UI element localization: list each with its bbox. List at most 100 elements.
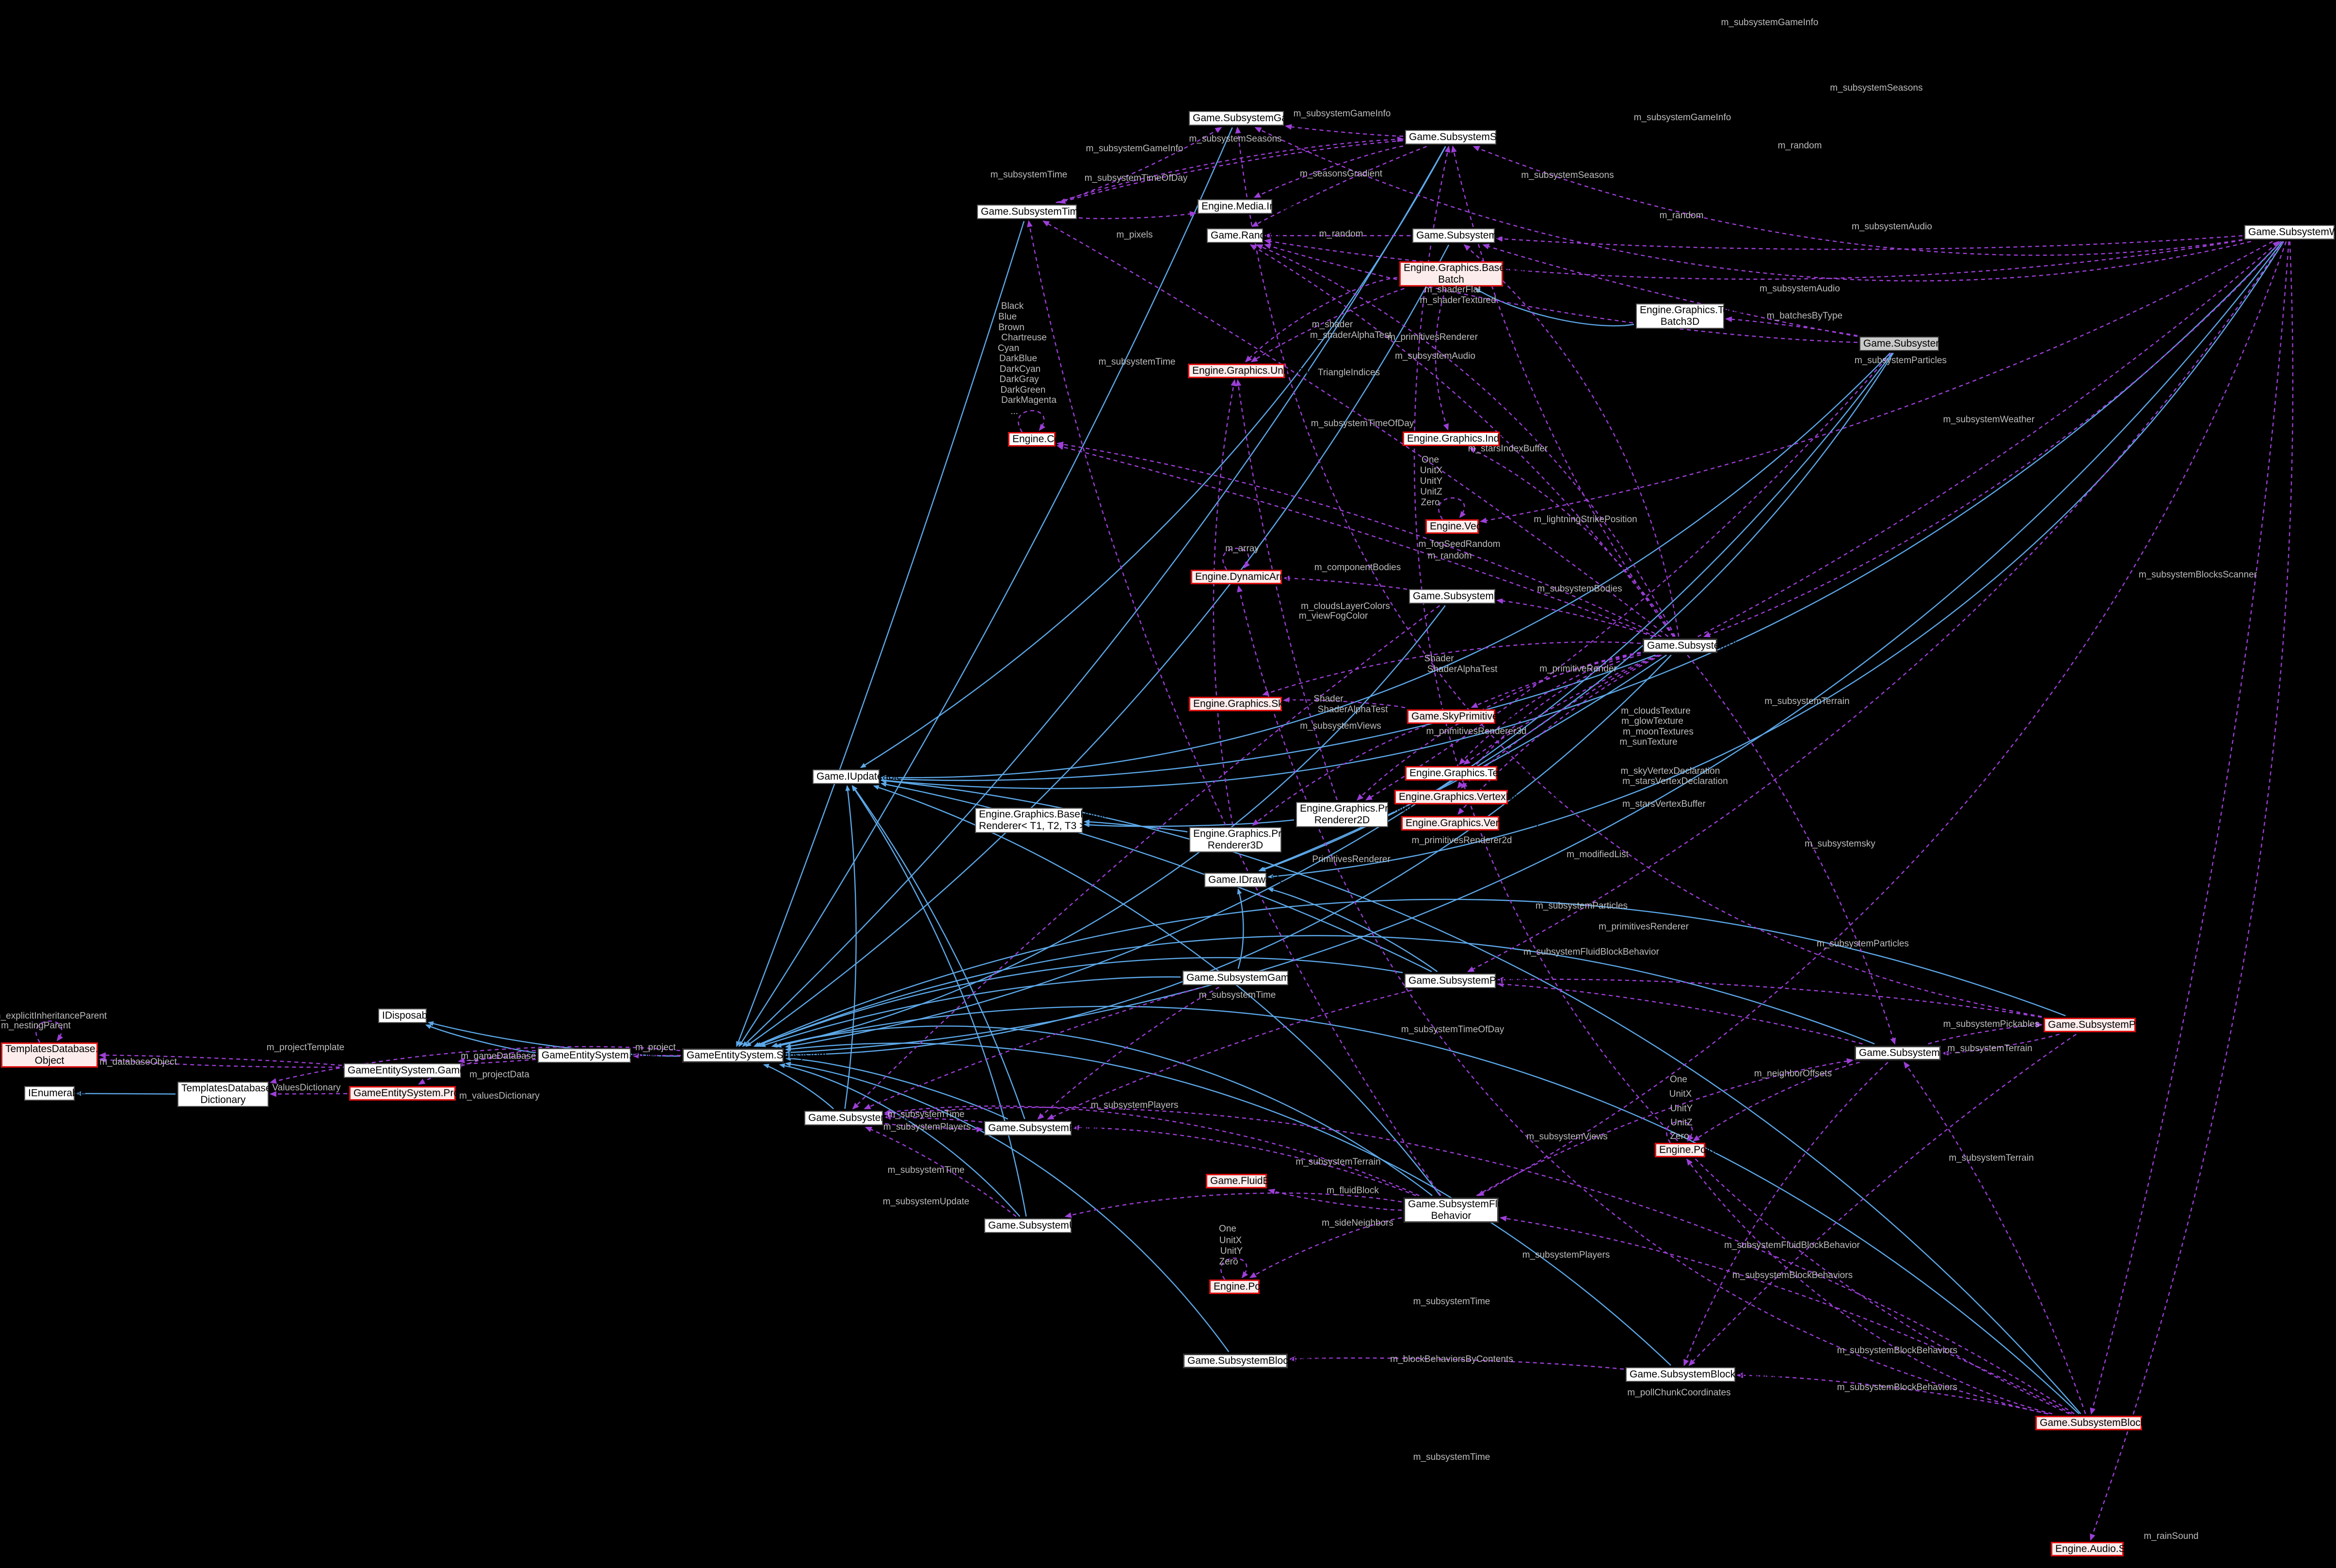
graph-node-dynarray[interactable]: Engine.DynamicArray< T >: [1191, 570, 1317, 584]
graph-node-ienumerable[interactable]: IEnumerable: [24, 1086, 86, 1101]
inheritance-edge: [851, 785, 1027, 1217]
graph-node-weather[interactable]: Game.SubsystemWeather: [2244, 225, 2336, 240]
edge-label: ...: [1010, 406, 1018, 416]
graph-node-label: Renderer2D: [1314, 815, 1370, 826]
inheritance-edge: [880, 352, 1891, 780]
edge-label: m_subsystemBlockBehaviors: [1837, 1345, 1958, 1356]
graph-node-timesub[interactable]: Game.SubsystemTime: [804, 1111, 912, 1125]
usage-edge: [458, 1055, 536, 1063]
usage-edge: [1042, 220, 1669, 637]
graph-node-glow[interactable]: Game.SubsystemGlow: [1859, 336, 1968, 351]
graph-node-blockbehaviors[interactable]: Game.SubsystemBlockBehaviors: [1626, 1367, 1781, 1382]
graph-node-vector3[interactable]: Engine.Vector3: [1425, 519, 1499, 534]
graph-node-label: Game.SubsystemPickables: [2048, 1019, 2173, 1030]
edge-label: UnitX: [1420, 465, 1443, 476]
graph-node-mediaimage[interactable]: Engine.Media.Image: [1198, 199, 1295, 214]
edge-label: m_subsystemFluidBlockBehavior: [1724, 1240, 1860, 1250]
edge-label: m_sideNeighbors: [1322, 1217, 1393, 1228]
graph-node-bodies[interactable]: Game.SubsystemBodies: [1409, 589, 1525, 604]
graph-node-iupdateable[interactable]: Game.IUpdateable: [813, 769, 902, 784]
graph-node-label: Game.SubsystemGlow: [1863, 338, 1968, 349]
edge-label: Cyan: [997, 343, 1020, 353]
inheritance-edge: [771, 1025, 1433, 1196]
graph-node-gamedb[interactable]: GameEntitySystem.GameDatabase: [344, 1063, 509, 1078]
graph-node-label: Game.SubsystemBodies: [1413, 591, 1525, 602]
inheritance-edge: [860, 146, 1446, 768]
graph-node-label: Game.SubsystemBlocksScanner: [2040, 1417, 2189, 1428]
graph-node-point3[interactable]: Engine.Point3: [1655, 1143, 1723, 1157]
graph-node-subsystem[interactable]: GameEntitySystem.Subsystem: [682, 1048, 827, 1063]
graph-node-point2[interactable]: Engine.Point2: [1209, 1280, 1277, 1294]
graph-node-audio[interactable]: Game.SubsystemAudio: [1412, 228, 1523, 243]
graph-node-label: Game.SubsystemPlayers: [988, 1122, 1103, 1134]
usage-edge: [852, 605, 1440, 1110]
graph-node-sound[interactable]: Engine.Audio.Sound: [2051, 1542, 2148, 1556]
edge-label: m_gameDatabase: [461, 1051, 536, 1061]
usage-edge: [1283, 575, 1408, 590]
usage-edge: [884, 1106, 2075, 1415]
graph-node-gamewidgets[interactable]: Game.SubsystemGameWidgets: [1183, 971, 1332, 985]
graph-node-pickables[interactable]: Game.SubsystemPickables: [2044, 1018, 2173, 1032]
graph-node-random[interactable]: Game.Random: [1207, 228, 1280, 243]
graph-node-skyshader[interactable]: Engine.Graphics.SkyShader: [1189, 697, 1321, 711]
graph-node-color[interactable]: Engine.Color: [1008, 432, 1071, 447]
graph-node-update[interactable]: Game.SubsystemUpdate: [984, 1218, 1102, 1233]
edge-label: m_cloudsLayerColors: [1301, 601, 1390, 611]
graph-node-sky[interactable]: Game.SubsystemSky: [1643, 639, 1745, 653]
usage-edge: [1235, 127, 2042, 1017]
edge-label: m_cloudsTexture: [1621, 705, 1691, 716]
graph-node-gameinfo[interactable]: Game.SubsystemGameInfo: [1189, 111, 1318, 126]
edge-label: m_subsystemTerrain: [1296, 1156, 1381, 1167]
edge-label: m_primitiveRender: [1539, 663, 1617, 674]
graph-node-project[interactable]: GameEntitySystem.Project: [538, 1048, 663, 1063]
graph-node-seasons[interactable]: Game.SubsystemSeasons: [1405, 130, 1530, 144]
edge-label: PrimitivesRenderer: [1312, 854, 1391, 864]
graph-node-vertexbuf[interactable]: Engine.Graphics.VertexBuffer: [1401, 816, 1539, 831]
graph-node-label: Game.SubsystemBlockBehavior: [1187, 1355, 1334, 1366]
graph-node-particles[interactable]: Game.SubsystemParticles: [1405, 974, 1528, 988]
graph-node-texture2d[interactable]: Engine.Graphics.Texture2D: [1405, 766, 1534, 781]
edge-label: m_subsystemTerrain: [1764, 696, 1850, 706]
graph-node-indexbuffer[interactable]: Engine.Graphics.IndexBuffer: [1403, 432, 1537, 446]
edge-label: m_primitivesRenderer: [1599, 921, 1689, 932]
edge-label: m_subsystemSeasons: [1189, 133, 1282, 144]
usage-edge: [1703, 241, 2282, 638]
graph-node-blockbehavior[interactable]: Game.SubsystemBlockBehavior: [1183, 1354, 1334, 1368]
graph-node-unlitshader[interactable]: Engine.Graphics.UnlitShader: [1188, 364, 1324, 378]
inheritance-edge: [880, 241, 2282, 789]
edge-label: m_subsystemViews: [1526, 1131, 1608, 1142]
graph-node-projectdata[interactable]: GameEntitySystem.ProjectData: [349, 1086, 496, 1101]
graph-node-idrawable[interactable]: Game.IDrawable: [1204, 873, 1285, 887]
inheritance-edge: [1267, 241, 2285, 879]
edge-label: m_subsystemTimeOfDay: [1401, 1024, 1504, 1035]
edge-label: m_subsystemTime: [1098, 356, 1176, 367]
edge-label: m_explicitInheritanceParent: [0, 1010, 107, 1021]
graph-node-vertexdecl[interactable]: Engine.Graphics.VertexDeclaration: [1394, 790, 1557, 804]
edge-label: m_array: [1225, 543, 1259, 554]
inheritance-edge: [880, 778, 2081, 1414]
edge-label: UnitY: [1220, 1246, 1243, 1256]
graph-node-timeofday[interactable]: Game.SubsystemTimeOfDay: [977, 205, 1113, 219]
graph-node-skyprim[interactable]: Game.SkyPrimitiveRender: [1407, 709, 1531, 724]
usage-edge: [1251, 145, 1427, 227]
graph-node-terrain[interactable]: Game.SubsystemTerrain: [1855, 1046, 1971, 1060]
edge-label: m_blockBehaviorsByContents: [1390, 1354, 1513, 1364]
graph-node-idisposable[interactable]: IDisposable: [378, 1008, 435, 1023]
edge-label: Zero: [1421, 497, 1440, 508]
graph-node-label: Engine.DynamicArray< T >: [1195, 571, 1317, 582]
edge-label: UnitZ: [1670, 1117, 1693, 1128]
graph-node-blocksscanner[interactable]: Game.SubsystemBlocksScanner: [2035, 1416, 2189, 1430]
inheritance-edge: [779, 1063, 1021, 1217]
usage-edge: [1482, 243, 1858, 337]
graph-node-fluidblock[interactable]: Game.FluidBlock: [1206, 1174, 1288, 1188]
graph-node-players[interactable]: Game.SubsystemPlayers: [984, 1121, 1103, 1136]
edge-label: m_viewFogColor: [1298, 610, 1368, 621]
